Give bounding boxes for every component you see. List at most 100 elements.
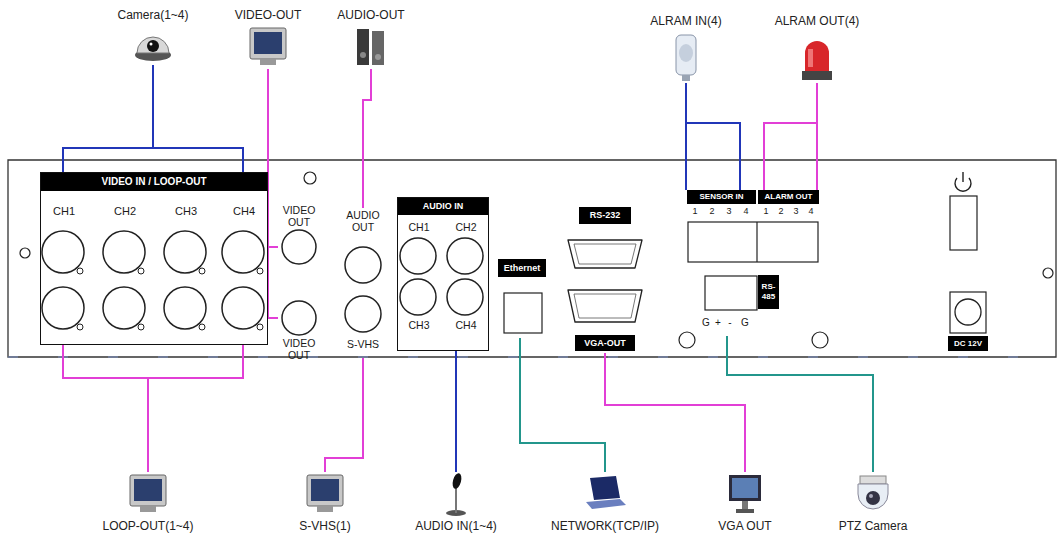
port-label: CH3 <box>175 205 197 218</box>
lens-glint <box>150 43 153 46</box>
connector-group: VIDEO OUT <box>278 299 321 365</box>
speaker-box <box>357 29 369 65</box>
device-icon <box>130 25 176 65</box>
port-label: + <box>715 317 721 329</box>
wire-branch <box>764 123 817 190</box>
jack-led <box>257 324 263 330</box>
monitor-screen <box>134 479 162 501</box>
device-node: Camera(1~4) <box>115 8 190 65</box>
bnc-jack <box>345 296 381 332</box>
device-label: ALRAM IN(4) <box>648 14 723 29</box>
port-title: SENSOR IN <box>687 190 756 204</box>
port-label: G <box>702 317 710 329</box>
port-label: CH4 <box>233 205 255 218</box>
monitor-case <box>250 28 286 59</box>
cable-wire <box>455 351 457 472</box>
monitor-case <box>307 475 343 506</box>
connector-group: Ethernet <box>497 258 547 338</box>
device-icon <box>850 472 896 516</box>
port-label: CH1 <box>53 205 75 218</box>
camera-dome <box>137 37 169 53</box>
dsub-inner <box>574 294 636 318</box>
dc-jack <box>955 299 981 325</box>
monitor-base <box>140 506 156 512</box>
device-label: Camera(1~4) <box>115 8 190 23</box>
connector-group: RS- 485G+-G <box>700 272 780 336</box>
laptop-screen <box>590 476 620 500</box>
speaker-box <box>372 31 384 65</box>
device-icon <box>433 472 479 516</box>
device-node: NETWORK(TCP/IP) <box>549 472 661 534</box>
port-label: VIDEO OUT <box>278 337 320 361</box>
monitor-base <box>260 59 276 65</box>
port-label: 4 <box>743 206 748 217</box>
bnc-jack <box>447 238 483 274</box>
port-title: VIDEO IN / LOOP-OUT <box>41 173 267 191</box>
screw-hole <box>1043 268 1053 278</box>
port-label: 2 <box>709 206 714 217</box>
power-switch <box>950 196 977 250</box>
sensor-body <box>676 35 696 75</box>
port-label: 3 <box>726 206 731 217</box>
bnc-jack <box>222 287 264 329</box>
bnc-jack <box>42 287 84 329</box>
bnc-jack <box>103 287 145 329</box>
device-icon <box>794 31 840 83</box>
device-icon <box>302 472 348 516</box>
port-label: 1 <box>763 206 768 217</box>
device-node: ALRAM IN(4) <box>648 14 723 83</box>
jack-led <box>77 268 83 274</box>
cable-wire <box>268 69 278 318</box>
laptop-base <box>586 499 626 509</box>
jack-led <box>138 268 144 274</box>
dsub-shell <box>568 290 642 322</box>
device-label: ALRAM OUT(4) <box>773 14 862 29</box>
dc-jack-frame <box>950 292 986 333</box>
speaker-cone <box>360 52 366 58</box>
bnc-jack <box>164 287 206 329</box>
camera-lens <box>147 40 159 52</box>
cable-wire <box>325 358 363 472</box>
port-title: VGA-OUT <box>575 335 635 351</box>
dsub-shell <box>568 240 642 268</box>
port-label: VIDEO OUT <box>278 204 320 228</box>
port-title: RS- 485 <box>758 275 779 309</box>
speaker-cone <box>375 54 381 60</box>
lcd-neck <box>742 501 748 509</box>
device-icon <box>245 25 291 69</box>
port-title: Ethernet <box>498 259 546 277</box>
connector-group: VIDEO OUT <box>278 203 321 265</box>
lens-glint <box>869 494 873 498</box>
device-label: S-VHS(1) <box>297 519 352 534</box>
cable-wire <box>268 69 278 247</box>
connector-group: SENSOR IN 1 2 3 4 <box>686 190 757 264</box>
jack-led <box>138 324 144 330</box>
screw-hole <box>679 332 695 348</box>
terminal-block <box>688 222 818 262</box>
connector-group: AUDIO OUT <box>342 208 385 288</box>
mic-stand <box>455 488 457 513</box>
bnc-jack <box>164 231 206 273</box>
cable-wire <box>605 353 745 472</box>
bnc-jack <box>345 247 381 283</box>
port-label: 4 <box>808 206 813 217</box>
port-title: RS-232 <box>579 207 631 224</box>
port-title: DC 12V <box>948 336 988 351</box>
screw-hole <box>304 172 316 184</box>
jack-led <box>199 324 205 330</box>
device-node: LOOP-OUT(1~4) <box>100 472 195 534</box>
port-label: 1 <box>692 206 697 217</box>
wire-branch <box>153 148 243 172</box>
device-node: AUDIO IN(1~4) <box>413 472 499 534</box>
cable-wire <box>63 345 148 472</box>
connector-group: S-VHS <box>342 294 384 358</box>
device-node: PTZ Camera <box>837 472 910 534</box>
connector-group: VIDEO IN / LOOP-OUTCH1CH2CH3CH4 <box>40 172 268 345</box>
monitor-base <box>317 506 333 512</box>
device-node: VIDEO-OUT <box>233 8 304 69</box>
cable-wire <box>63 65 153 172</box>
device-node: AUDIO-OUT <box>335 8 406 69</box>
monitor-screen <box>254 32 282 54</box>
terminal-divider <box>756 222 757 262</box>
cable-wire <box>816 83 818 190</box>
